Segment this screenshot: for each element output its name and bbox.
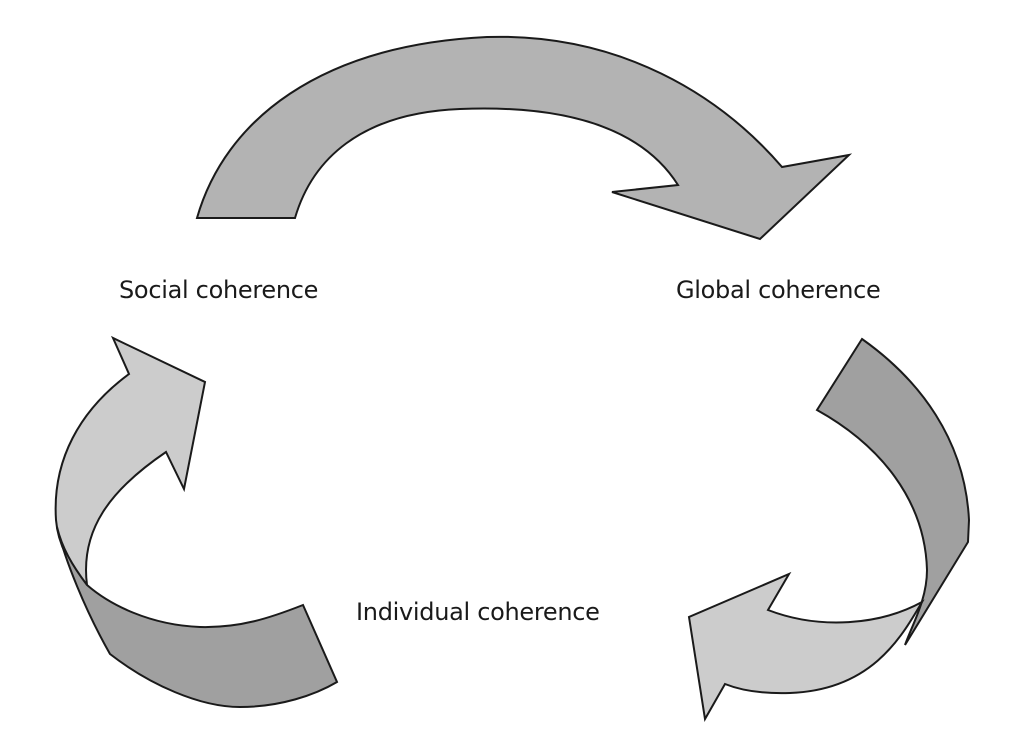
arrow-social-to-global <box>195 35 853 241</box>
arrow-global-to-individual-head <box>687 571 925 722</box>
arrow-global-to-individual-ribbon <box>815 337 971 646</box>
arrow-individual-to-social-head <box>54 335 207 589</box>
node-global-coherence: Global coherence <box>676 276 881 304</box>
node-individual-coherence: Individual coherence <box>356 598 600 626</box>
node-social-coherence: Social coherence <box>119 276 319 304</box>
arrow-individual-to-social-ribbon <box>56 526 339 709</box>
